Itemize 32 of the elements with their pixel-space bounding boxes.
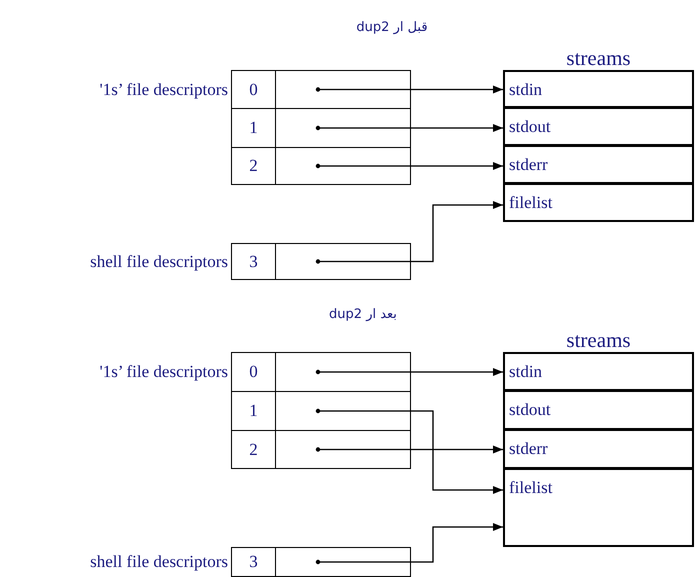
arrow xyxy=(316,124,503,132)
table-label: '1s’ file descriptors xyxy=(100,78,228,100)
stream-box: filelist xyxy=(503,183,694,222)
panel-heading: قبل ار dup2 xyxy=(355,19,429,37)
table-label: '1s’ file descriptors xyxy=(100,361,228,383)
column-heading: streams xyxy=(565,328,632,352)
table-label: shell file descriptors xyxy=(90,250,228,272)
arrow xyxy=(316,368,503,376)
descriptor-row: 1 xyxy=(231,108,411,148)
descriptor-row: 2 xyxy=(231,147,411,185)
stream-box: stderr xyxy=(503,429,694,469)
arrow xyxy=(316,162,503,170)
arrow xyxy=(316,408,503,494)
stream-box: stdout xyxy=(503,390,694,430)
descriptor-row: 0 xyxy=(231,352,411,392)
stream-box: stderr xyxy=(503,145,694,184)
arrow xyxy=(316,86,503,94)
descriptor-row: 3 xyxy=(231,547,411,577)
panel-heading: بعد ار dup2 xyxy=(328,306,398,324)
stream-box: stdin xyxy=(503,352,694,391)
arrow xyxy=(316,446,503,454)
stream-box: stdin xyxy=(503,70,694,108)
descriptor-row: 2 xyxy=(231,430,411,469)
arrow xyxy=(316,523,503,564)
descriptor-row: 1 xyxy=(231,391,411,431)
column-heading: streams xyxy=(565,46,632,70)
stream-box: stdout xyxy=(503,107,694,146)
descriptor-row: 0 xyxy=(231,70,411,109)
descriptor-row: 3 xyxy=(231,243,411,280)
arrow xyxy=(316,201,503,264)
stream-box: filelist xyxy=(503,468,694,547)
table-label: shell file descriptors xyxy=(90,551,228,573)
